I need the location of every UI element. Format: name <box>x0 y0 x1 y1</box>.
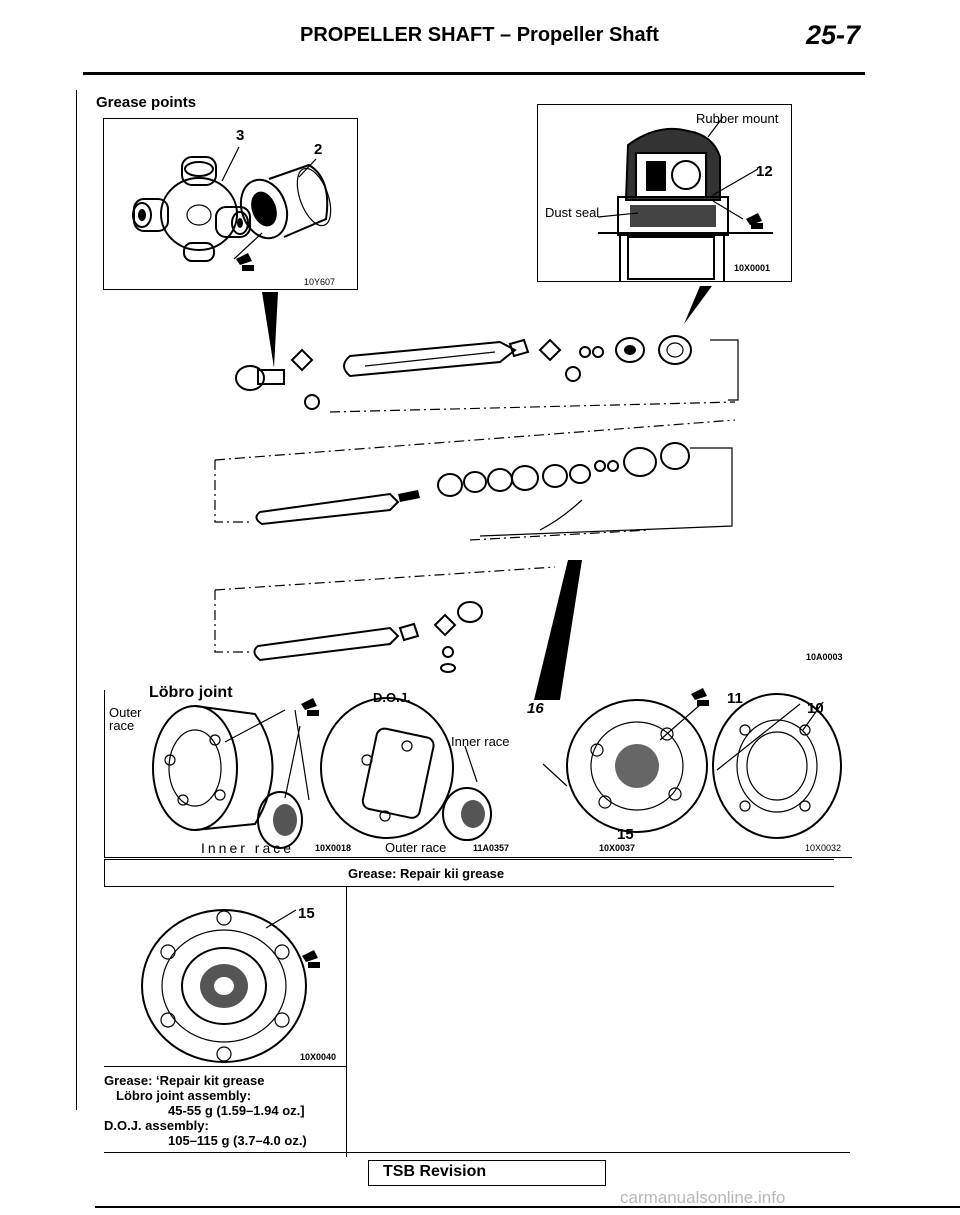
grease-caption-bar <box>104 859 834 887</box>
universal-joint-figure: 3 2 10Y607 <box>103 118 358 290</box>
joints-drawing <box>152 688 842 849</box>
grease-caption: Grease: Repair kii grease <box>348 866 505 881</box>
center-bearing-drawing <box>597 116 773 281</box>
rubber-mount-label: Rubber mount <box>696 111 779 126</box>
dust-seal-label: Dust seal <box>545 205 600 220</box>
universal-joint-drawing <box>132 146 332 271</box>
callout-3: 3 <box>236 127 245 144</box>
header-rule <box>83 72 865 75</box>
small-figure-code: 10X0040 <box>300 1052 337 1062</box>
watermark: carmanualsonline.info <box>620 1188 786 1207</box>
callout-10: 10 <box>807 700 824 717</box>
small-joint-drawing <box>141 909 320 1063</box>
callout-12: 12 <box>756 163 773 180</box>
lower-table-rule <box>104 1066 346 1067</box>
doj-label: D.O.J. <box>373 690 411 705</box>
note-line-4: D.O.J. assembly: <box>104 1118 209 1133</box>
joint-code-doj: 11A0357 <box>473 843 510 853</box>
note-line-1: Grease: ‘Repair kit grease <box>104 1073 265 1088</box>
left-margin-rule <box>76 90 77 1110</box>
callout-11: 11 <box>727 690 743 707</box>
tsb-revision-box: TSB Revision <box>368 1160 606 1186</box>
joint-code-right2: 10X0032 <box>805 843 842 853</box>
inner-race-doj-label: Inner race <box>451 734 510 749</box>
callout-2: 2 <box>314 141 323 158</box>
callout-15-small: 15 <box>298 905 315 922</box>
lobro-joint-label: Löbro joint <box>149 684 233 701</box>
figure-code: 10Y607 <box>304 277 336 287</box>
callout-15-joint: 15 <box>617 826 634 843</box>
outer-race-doj-label: Outer race <box>385 840 447 855</box>
note-line-5: 105–115 g (3.7–4.0 oz.) <box>168 1133 307 1148</box>
center-bearing-figure: Rubber mount Dust seal 12 10X0001 <box>537 104 792 282</box>
note-line-2: Löbro joint assembly: <box>116 1088 252 1103</box>
page-number: 25-7 <box>806 20 861 50</box>
note-line-3: 45-55 g (1.59–1.94 oz.] <box>168 1103 305 1118</box>
inner-race-left-label: Inner race <box>201 840 295 856</box>
exploded-view-code: 10A0003 <box>806 652 843 662</box>
lower-table-vertical-rule <box>346 887 347 1157</box>
joint-code-right1: 10X0037 <box>599 843 636 853</box>
figure-code: 10X0001 <box>734 263 771 273</box>
joints-figure: Löbro joint Outer race Inner race 10X001… <box>104 684 852 858</box>
outer-race-left-label: Outer race <box>109 705 142 733</box>
lower-table-bottom-rule <box>104 1152 850 1153</box>
callout-16: 16 <box>527 700 544 717</box>
joint-code-left: 10X0018 <box>315 843 352 853</box>
footer-rule <box>95 1206 960 1208</box>
page-header-title: PROPELLER SHAFT – Propeller Shaft <box>300 24 659 46</box>
section-label: Grease points <box>96 94 197 111</box>
grease-note: Grease: ‘Repair kit grease Löbro joint a… <box>104 1073 344 1148</box>
